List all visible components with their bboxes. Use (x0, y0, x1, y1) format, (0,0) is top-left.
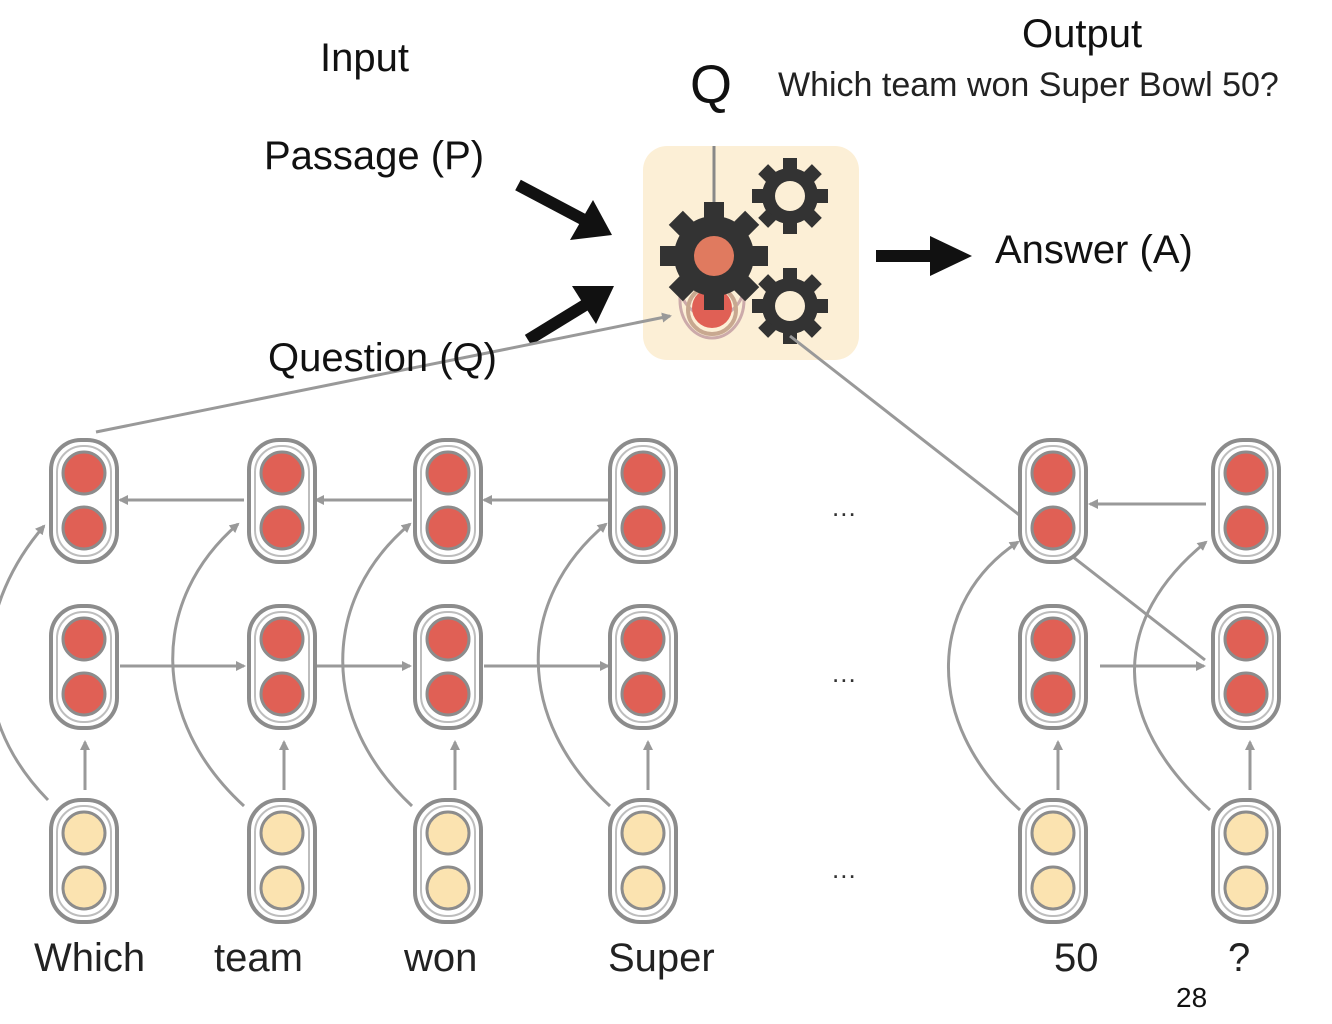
token-super: Super (608, 936, 715, 980)
token-question-mark: ? (1228, 936, 1251, 980)
hidden-unit (259, 616, 305, 662)
backward-connections (118, 495, 1206, 509)
node-grid (49, 438, 1281, 924)
hidden-unit (259, 505, 305, 551)
forward-hidden-cell (49, 604, 119, 730)
embedding-to-backward-connections (0, 522, 1212, 812)
hidden-unit (425, 616, 471, 662)
hidden-unit (1030, 505, 1076, 551)
hidden-unit (1223, 505, 1269, 551)
hidden-unit (425, 450, 471, 496)
question-label: Question (Q) (268, 336, 497, 380)
embedding-unit (259, 865, 305, 911)
word-embedding-cell (1211, 798, 1281, 924)
embedding-unit (620, 810, 666, 856)
hidden-unit (1223, 671, 1269, 717)
model-box (643, 146, 859, 360)
passage-label: Passage (P) (264, 134, 485, 178)
hidden-unit (259, 450, 305, 496)
hidden-unit (1030, 450, 1076, 496)
word-embedding-cell (49, 798, 119, 924)
page-number: 28 (1176, 982, 1208, 1013)
hidden-unit (425, 671, 471, 717)
hidden-unit (61, 505, 107, 551)
hidden-unit (620, 505, 666, 551)
backward-hidden-cell (608, 438, 678, 564)
question-text: Which team won Super Bowl 50? (778, 66, 1279, 104)
forward-hidden-cell (247, 604, 317, 730)
token-which: Which (34, 936, 146, 980)
token-team: team (214, 936, 303, 980)
answer-pointer-connector (789, 334, 1206, 662)
input-header: Input (320, 36, 409, 80)
forward-hidden-cell (413, 604, 483, 730)
embedding-unit (425, 810, 471, 856)
hidden-unit (1223, 450, 1269, 496)
hidden-unit (620, 450, 666, 496)
embedding-unit (1223, 810, 1269, 856)
answer-arrow (876, 236, 972, 276)
gear-icon (752, 268, 828, 344)
embedding-unit (1030, 865, 1076, 911)
ellipsis-backward: ... (832, 492, 857, 522)
hidden-unit (259, 671, 305, 717)
forward-hidden-cell (1018, 604, 1088, 730)
forward-hidden-cell (1211, 604, 1281, 730)
word-embedding-cell (1018, 798, 1088, 924)
hidden-unit (1030, 671, 1076, 717)
embedding-unit (61, 810, 107, 856)
backward-hidden-cell (413, 438, 483, 564)
hidden-unit (1030, 616, 1076, 662)
gear-icon (660, 202, 768, 310)
gear-icon (752, 158, 828, 234)
backward-hidden-cell (1018, 438, 1088, 564)
ellipsis-forward: ... (832, 658, 857, 688)
embedding-to-hidden-connections (80, 740, 1255, 790)
hidden-unit (425, 505, 471, 551)
backward-hidden-cell (49, 438, 119, 564)
passage-arrow (515, 179, 612, 240)
hidden-unit (61, 671, 107, 717)
answer-label: Answer (A) (995, 228, 1193, 272)
embedding-unit (259, 810, 305, 856)
token-50: 50 (1054, 936, 1099, 980)
hidden-unit (620, 616, 666, 662)
hidden-unit (620, 671, 666, 717)
backward-hidden-cell (247, 438, 317, 564)
hidden-unit (61, 450, 107, 496)
ellipsis-embedding: ... (832, 854, 857, 884)
hidden-unit (1223, 616, 1269, 662)
word-embedding-cell (608, 798, 678, 924)
embedding-unit (1223, 865, 1269, 911)
word-embedding-cell (247, 798, 317, 924)
word-embedding-cell (413, 798, 483, 924)
embedding-unit (620, 865, 666, 911)
forward-hidden-cell (608, 604, 678, 730)
question-arrow (524, 286, 614, 346)
question-encoding-connector (95, 312, 672, 434)
embedding-unit (61, 865, 107, 911)
hidden-unit (61, 616, 107, 662)
token-won: won (404, 936, 478, 980)
embedding-unit (1030, 810, 1076, 856)
output-header: Output (1022, 12, 1143, 56)
backward-hidden-cell (1211, 438, 1281, 564)
embedding-unit (425, 865, 471, 911)
question-symbol: Q (690, 55, 733, 115)
